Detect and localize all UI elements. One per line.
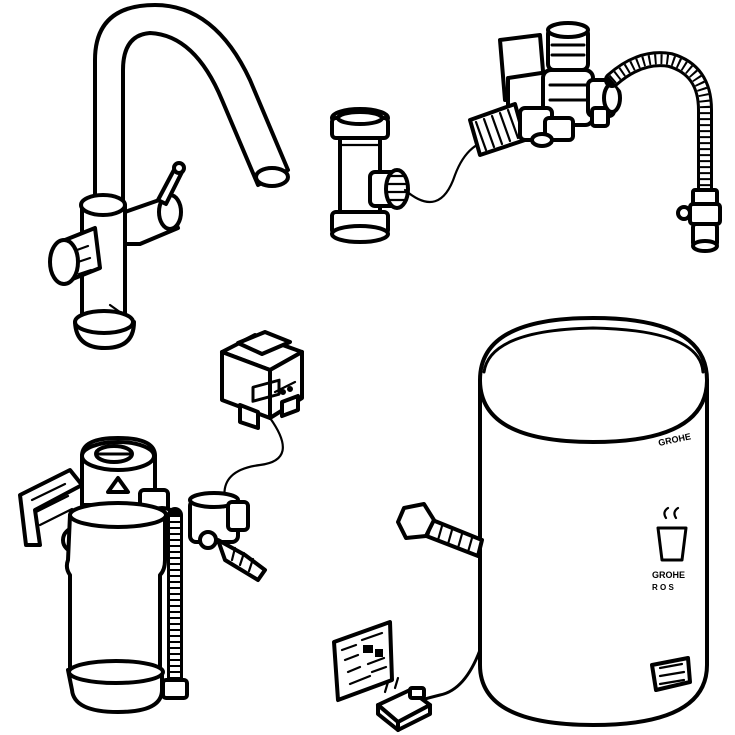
boiler-brand-sub: R O S [652,583,674,592]
boiler-brand-label: GROHE [652,570,685,580]
boiler-tank-icon: GROHE GROHE R O S [396,316,709,727]
tee-fitting-icon [330,107,507,244]
water-filter-icon [18,436,267,714]
cup-icon [656,506,688,562]
power-plug-icon [376,676,432,732]
safety-valve-assembly-icon [468,21,622,157]
instruction-sticker-icon [332,620,394,702]
braided-hose-icon [604,51,722,253]
kitchen-faucet-icon [48,3,290,350]
electronic-control-unit-icon [220,330,304,502]
